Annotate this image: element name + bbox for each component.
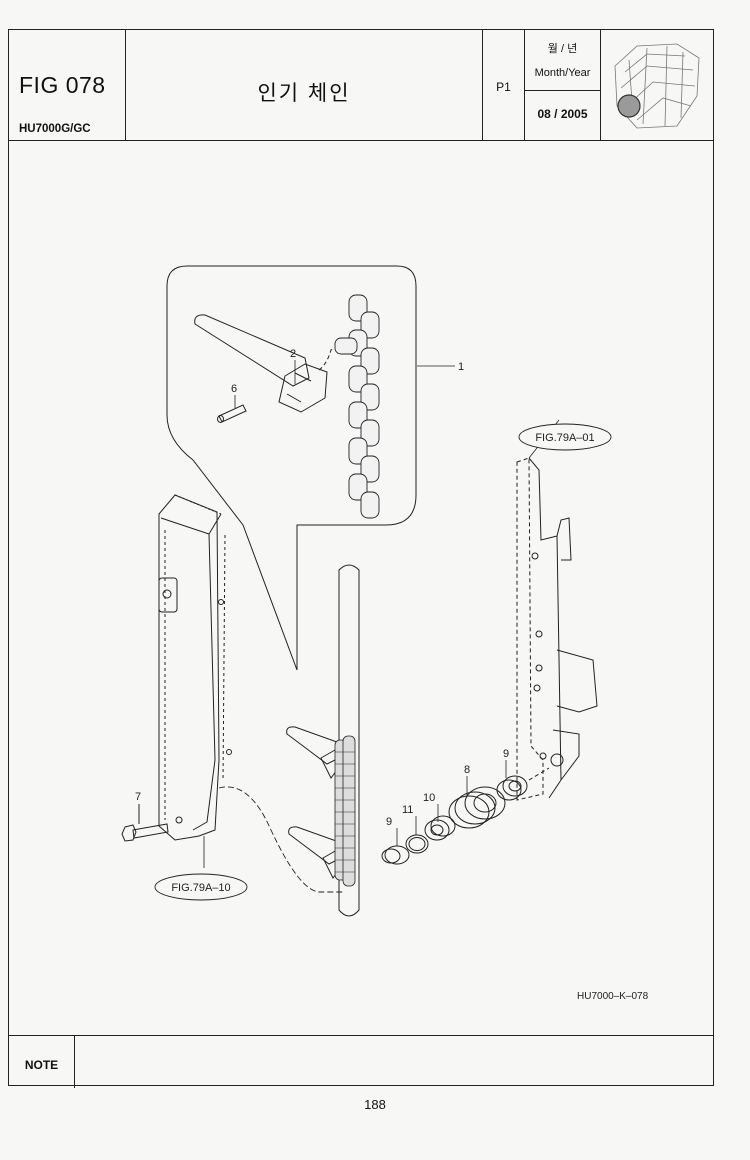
chain-assembly <box>334 735 356 887</box>
note-row: NOTE <box>9 1035 713 1088</box>
part-11-snap-ring <box>405 834 429 854</box>
lower-lifting-plate-2 <box>288 826 342 865</box>
model-number: HU7000G/GC <box>19 123 91 135</box>
reference-fig79a-01: FIG.79A–01 <box>535 432 594 444</box>
date-cell: 월 / 년 Month/Year 08 / 2005 <box>525 30 601 140</box>
callout-6: 6 <box>231 383 237 395</box>
callout-10: 10 <box>423 792 435 804</box>
part-2-lifting-plate <box>194 314 310 387</box>
page-code-cell: P1 <box>483 30 525 140</box>
callout-9-right: 9 <box>503 748 509 760</box>
page-number: 188 <box>364 1097 386 1112</box>
reference-fig79a-10-bubble <box>154 873 248 901</box>
lower-lifting-plate-1 <box>286 726 340 765</box>
parts-sheet: FIG 078 HU7000G/GC 인기 체인 P1 월 / 년 Month/… <box>8 29 714 1088</box>
note-label-cell: NOTE <box>9 1036 75 1088</box>
sheet-header: FIG 078 HU7000G/GC 인기 체인 P1 월 / 년 Month/… <box>9 30 713 141</box>
detail-balloon-outline <box>166 265 417 671</box>
callout-7: 7 <box>135 791 141 803</box>
part-9-bearing-left <box>381 845 410 865</box>
locator-dot-icon <box>617 94 641 118</box>
part-1-chain-detail <box>334 294 380 519</box>
reference-fig79a-10: FIG.79A–10 <box>171 882 230 894</box>
figure-number: FIG 078 <box>19 72 106 98</box>
title-cell: 인기 체인 <box>126 30 483 140</box>
reference-fig79a-01-bubble <box>518 423 612 451</box>
date-label-box: 월 / 년 Month/Year <box>525 30 600 91</box>
part-7-bolt <box>121 804 169 842</box>
frame-fig79a-10 <box>158 494 232 841</box>
note-label: NOTE <box>24 1058 59 1072</box>
machine-locator-thumbnail <box>614 43 700 129</box>
drawing-code: HU7000–K–078 <box>577 991 649 1002</box>
callout-1: 1 <box>458 361 464 373</box>
part-8-roller <box>448 786 506 829</box>
date-value: 08 / 2005 <box>537 107 588 121</box>
part-10-bearing <box>424 815 456 841</box>
chain-guide-panel <box>338 564 360 917</box>
part-9-bearing-right <box>496 775 528 801</box>
page-code: P1 <box>496 80 511 94</box>
page-title: 인기 체인 <box>257 82 351 105</box>
callout-11: 11 <box>402 804 413 816</box>
callout-8: 8 <box>464 764 470 776</box>
date-label-korean: 월 / 년 <box>547 43 578 55</box>
frame-fig79a-01 <box>516 457 598 801</box>
callout-2: 2 <box>290 348 296 360</box>
date-label-english: Month/Year <box>534 67 591 79</box>
callout-9-left: 9 <box>386 816 392 828</box>
part-6-pin <box>218 404 247 423</box>
exploded-parts-drawing: 1 2 6 7 8 9 9 10 11 FIG.79A–01 FIG.79A–1… <box>121 265 649 1002</box>
figure-cell: FIG 078 HU7000G/GC <box>9 30 126 140</box>
machine-thumbnail-cell <box>601 30 715 140</box>
